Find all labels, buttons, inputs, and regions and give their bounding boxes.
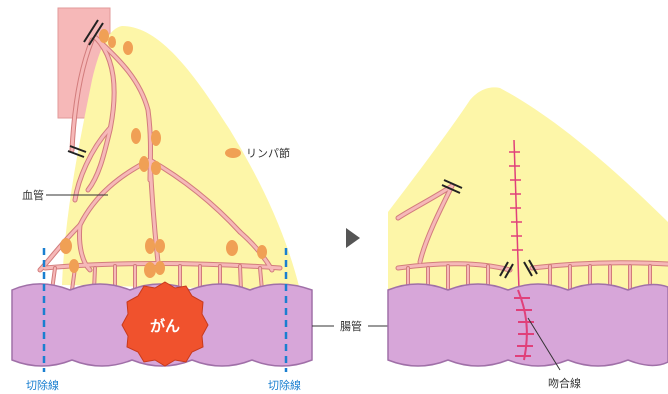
after-panel: 吻合線	[388, 87, 668, 390]
lymph-node-legend-icon	[225, 148, 241, 158]
blood-vessel-label: 血管	[22, 188, 44, 202]
mesentery-right	[388, 87, 668, 290]
cancer-label: がん	[150, 317, 180, 335]
cut-line-right-label: 切除線	[268, 378, 301, 392]
intestine-label: 腸管	[340, 319, 362, 333]
before-panel: がん 切除線 切除線 リンパ節 血管 腸管	[12, 8, 388, 392]
cut-line-left-label: 切除線	[26, 378, 59, 392]
intestine-right	[388, 284, 668, 366]
play-triangle-icon	[346, 228, 360, 248]
anastomosis-label: 吻合線	[548, 376, 581, 390]
lymph-node-label: リンパ節	[246, 146, 290, 160]
